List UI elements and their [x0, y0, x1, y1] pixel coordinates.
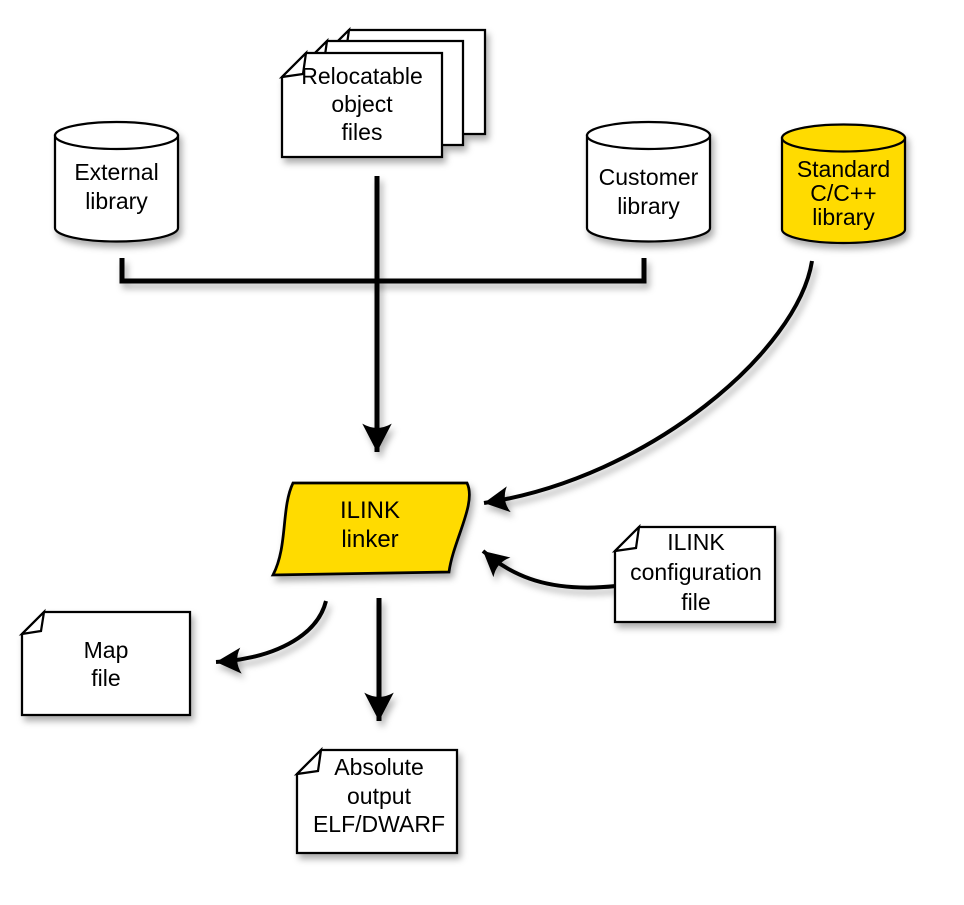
- node-external-library: External library: [53, 120, 180, 243]
- standard-library-label-line-1: Standard: [797, 156, 890, 182]
- node-map-file: Map file: [18, 608, 192, 717]
- cylinder-icon: [780, 123, 907, 245]
- external-library-label-line-2: library: [85, 188, 148, 214]
- document-icon: [293, 746, 459, 855]
- standard-library-label-line-3: library: [812, 204, 875, 230]
- edge-libraries-bracket: [119, 258, 647, 284]
- cylinder-icon: [53, 120, 180, 243]
- ilink-configuration-file-label-line-2: configuration: [630, 559, 762, 585]
- map-file-label-line-1: Map: [84, 637, 129, 663]
- absolute-output-label-line-1: Absolute: [334, 754, 424, 780]
- relocatable-object-files-label-line-2: object: [331, 91, 393, 117]
- standard-library-label-line-2: C/C++: [810, 180, 876, 206]
- cylinder-icon: [585, 120, 712, 243]
- document-icon: [18, 608, 192, 717]
- ilink-configuration-file-label-line-3: file: [681, 589, 710, 615]
- ilink-linker-label-line-2: linker: [341, 526, 398, 553]
- stacked-documents-icon: [278, 26, 487, 159]
- customer-library-label-line-2: library: [617, 193, 680, 219]
- node-standard-library: Standard C/C++ library: [780, 123, 907, 245]
- node-customer-library: Customer library: [585, 120, 712, 243]
- absolute-output-label-line-3: ELF/DWARF: [313, 811, 445, 837]
- external-library-label-line-1: External: [74, 159, 158, 185]
- relocatable-object-files-label-line-3: files: [342, 119, 383, 145]
- edge-linker-to-map-file-arrow: [215, 600, 328, 674]
- document-icon: [611, 523, 777, 624]
- edge-config-file-to-linker-arrow: [481, 549, 617, 590]
- ilink-configuration-file-label-line-1: ILINK: [667, 529, 725, 555]
- edge-standard-library-to-linker-arrow: [483, 260, 814, 513]
- customer-library-label-line-1: Customer: [599, 164, 699, 190]
- wavy-box-icon: [270, 481, 471, 577]
- ilink-linker-label-line-1: ILINK: [340, 497, 400, 524]
- map-file-label-line-2: file: [91, 665, 120, 691]
- node-ilink-linker: ILINK linker: [270, 481, 471, 577]
- relocatable-object-files-label-line-1: Relocatable: [301, 63, 422, 89]
- node-relocatable-object-files: Relocatable object files: [278, 26, 487, 159]
- node-ilink-configuration-file: ILINK configuration file: [611, 523, 777, 624]
- absolute-output-label-line-2: output: [347, 783, 412, 809]
- node-absolute-output: Absolute output ELF/DWARF: [293, 746, 459, 855]
